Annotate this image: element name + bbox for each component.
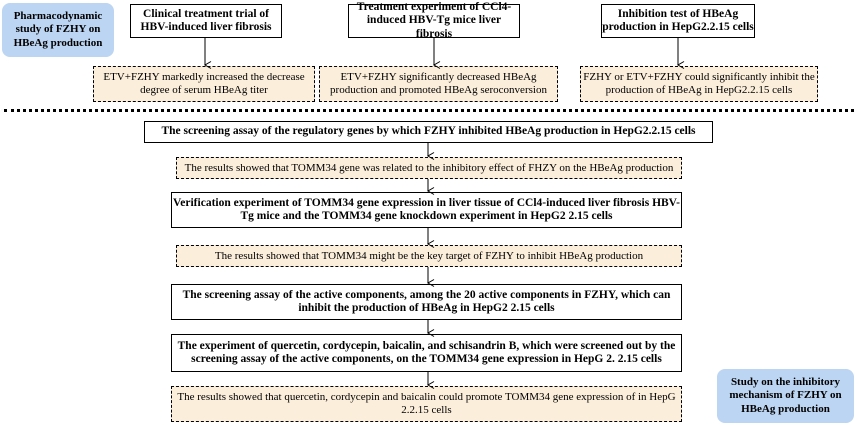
- mice-experiment-box: Treatment experiment of CCl4-induced HBV…: [348, 1, 520, 40]
- gene-screening-result-box: The results showed that TOMM34 gene was …: [176, 157, 682, 179]
- gene-screening-box: The screening assay of the regulatory ge…: [144, 121, 713, 143]
- inhibition-test-result-box: FZHY or ETV+FZHY could significantly inh…: [580, 66, 818, 102]
- quercetin-experiment-box: The experiment of quercetin, cordycepin,…: [171, 334, 682, 372]
- section-divider: [4, 109, 854, 112]
- component-screening-box: The screening assay of the active compon…: [171, 284, 682, 320]
- pharmacodynamic-study-label: Pharmacodynamic study of FZHY on HBeAg p…: [2, 3, 114, 57]
- inhibition-test-box: Inhibition test of HBeAg production in H…: [601, 4, 755, 38]
- quercetin-result-box: The results showed that quercetin, cordy…: [171, 386, 682, 422]
- clinical-trial-box: Clinical treatment trial of HBV-induced …: [130, 4, 282, 38]
- verification-experiment-box: Verification experiment of TOMM34 gene e…: [171, 192, 682, 228]
- mice-experiment-result-box: ETV+FZHY significantly decreased HBeAg p…: [319, 66, 558, 102]
- inhibitory-mechanism-label: Study on the inhibitory mechanism of FZH…: [717, 369, 854, 423]
- clinical-trial-result-box: ETV+FZHY markedly increased the decrease…: [93, 66, 315, 102]
